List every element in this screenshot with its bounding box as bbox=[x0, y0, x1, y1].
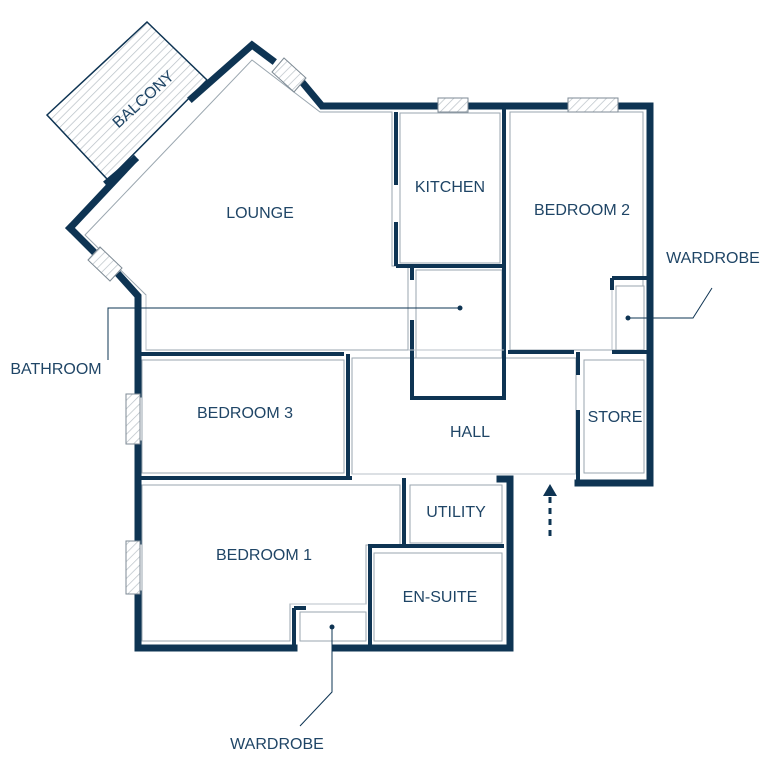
leader-lines bbox=[107, 287, 713, 727]
balcony bbox=[45, 20, 209, 182]
label-bedroom-1: BEDROOM 1 bbox=[216, 547, 312, 564]
window-bedroom3 bbox=[125, 393, 141, 445]
label-bedroom-2: BEDROOM 2 bbox=[534, 202, 630, 219]
bathroom-leader bbox=[107, 307, 460, 360]
window-lounge-top bbox=[271, 57, 307, 93]
label-bathroom: BATHROOM bbox=[10, 361, 101, 378]
wardrobe-right-leader bbox=[628, 287, 713, 319]
window-kitchen bbox=[437, 97, 469, 113]
label-kitchen: KITCHEN bbox=[415, 179, 485, 196]
bedroom3-area bbox=[141, 359, 345, 474]
label-utility: UTILITY bbox=[426, 504, 486, 521]
window-lounge-left bbox=[87, 246, 123, 282]
window-bedroom2 bbox=[567, 97, 619, 113]
interior-walls bbox=[140, 108, 652, 648]
windows bbox=[87, 57, 619, 595]
label-hall: HALL bbox=[450, 424, 490, 441]
store-area bbox=[583, 359, 645, 474]
label-store: STORE bbox=[588, 409, 643, 426]
room-outlines bbox=[84, 59, 645, 642]
window-bedroom1 bbox=[125, 540, 141, 595]
label-bedroom-3: BEDROOM 3 bbox=[197, 405, 293, 422]
entrance-arrow-icon bbox=[543, 484, 557, 536]
hall-area bbox=[351, 357, 577, 475]
label-wardrobe-right: WARDROBE bbox=[666, 250, 760, 267]
utility-area bbox=[409, 484, 503, 544]
exterior-walls bbox=[65, 40, 654, 652]
label-en-suite: EN-SUITE bbox=[403, 589, 478, 606]
door-lines bbox=[145, 290, 613, 605]
wardrobe-bottom-leader bbox=[299, 627, 333, 727]
kitchen-area bbox=[399, 112, 501, 264]
label-wardrobe-bottom: WARDROBE bbox=[230, 736, 324, 753]
ensuite-area bbox=[373, 552, 503, 642]
label-lounge: LOUNGE bbox=[226, 205, 294, 222]
